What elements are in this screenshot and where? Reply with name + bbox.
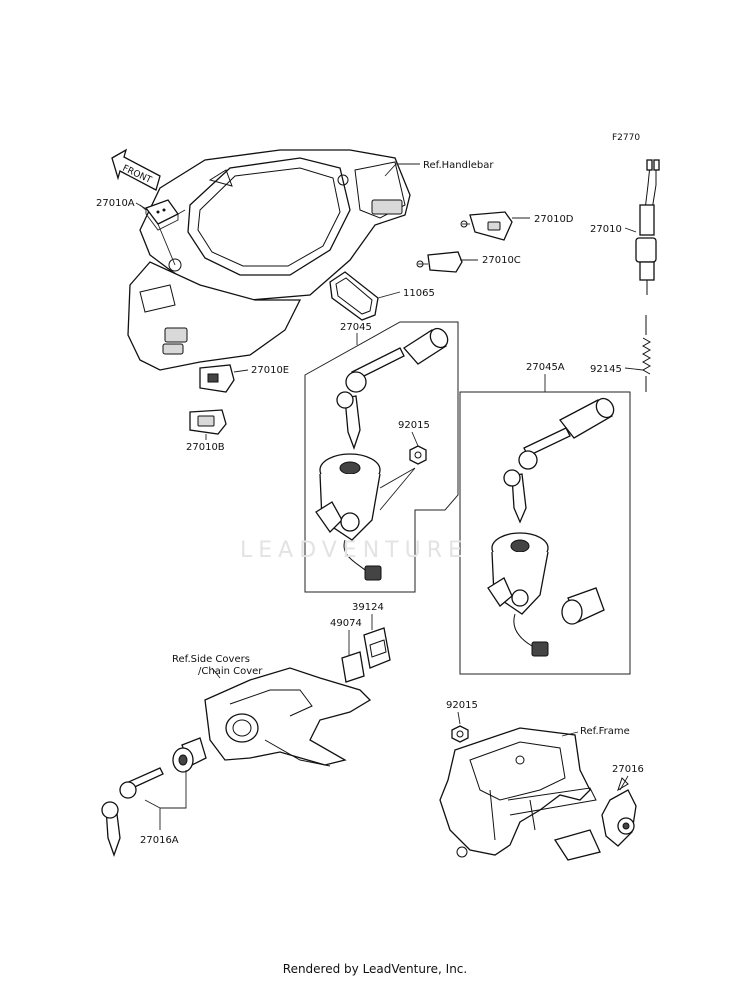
side-cover-panel: [204, 667, 372, 767]
label-27016a: 27016A: [140, 835, 179, 846]
label-27010c: 27010C: [482, 255, 521, 266]
label-49074: 49074: [330, 618, 362, 629]
leader-lines: [135, 163, 644, 830]
switch-27010a: [139, 199, 186, 266]
label-27010d: 27010D: [534, 214, 574, 225]
label-27010a: 27010A: [96, 198, 135, 209]
spring-92145: [641, 315, 652, 392]
front-arrow-icon: FRONT: [111, 148, 161, 191]
watermark: LEADVENTURE: [240, 538, 468, 563]
seat-lock-27016a: [101, 737, 207, 857]
label-92015-top: 92015: [398, 420, 430, 431]
footer-credit: Rendered by LeadVenture, Inc.: [282, 962, 468, 976]
switch-27010: [635, 159, 660, 295]
nut-92015-bottom: [451, 725, 469, 743]
label-92145: 92145: [590, 364, 622, 375]
label-ref-frame: Ref.Frame: [580, 726, 630, 737]
label-27045a: 27045A: [526, 362, 565, 373]
gasket-11065: [329, 271, 379, 321]
switch-27010d: [460, 211, 513, 241]
lock-set-27045a: [459, 391, 631, 675]
ignition-switch-set-27045: [304, 321, 459, 593]
seal-49074: [341, 651, 365, 683]
switch-27010b: [189, 409, 227, 435]
label-ref-handlebar: Ref.Handlebar: [423, 160, 494, 171]
label-39124: 39124: [352, 602, 384, 613]
frame-bracket: [439, 727, 601, 861]
switch-27010c: [416, 251, 463, 273]
label-27045: 27045: [340, 322, 372, 333]
nut-92015-top: [409, 445, 427, 465]
label-27010b: 27010B: [186, 442, 225, 453]
switch-27010e: [199, 364, 235, 393]
label-ref-chain-cover: /Chain Cover: [198, 666, 263, 677]
seat-latch-27016: [601, 777, 637, 847]
corner-code: F2770: [612, 133, 640, 143]
label-11065: 11065: [403, 288, 435, 299]
label-27010e: 27010E: [251, 365, 289, 376]
label-27016: 27016: [612, 764, 644, 775]
label-92015-bottom: 92015: [446, 700, 478, 711]
label-ref-side-covers: Ref.Side Covers: [172, 654, 250, 665]
label-27010: 27010: [590, 224, 622, 235]
holder-39124: [363, 627, 391, 669]
meter-cover-assembly: [127, 149, 411, 371]
